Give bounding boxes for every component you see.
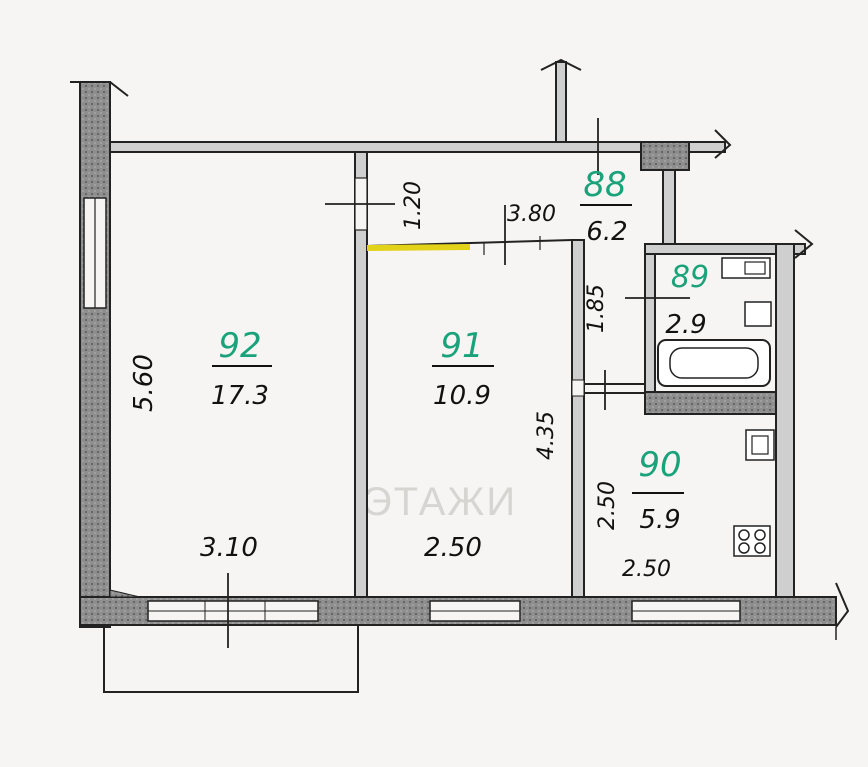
room-area: 2.9 [665, 310, 706, 340]
dim-kitchen-height: 2.50 [595, 481, 620, 530]
room-number: 91 [440, 326, 483, 366]
room-number: 90 [638, 445, 681, 485]
kitchen-sink-fixture [745, 429, 775, 461]
balcony-outline [103, 619, 359, 693]
walls [70, 58, 850, 648]
inner-wall-88 [662, 169, 676, 245]
dim-left-height: 5.60 [129, 354, 159, 412]
left-wall [79, 81, 111, 628]
room-91: 91 10.9 [432, 326, 494, 411]
room-area: 5.9 [639, 505, 680, 535]
room-area: 10.9 [433, 381, 491, 411]
shaft [640, 141, 690, 171]
room-number: 88 [583, 165, 626, 205]
highlight-mark [366, 244, 471, 251]
room-number: 92 [218, 326, 261, 366]
dim-bottom-middle: 2.50 [424, 533, 482, 563]
sink-fixture [721, 257, 771, 279]
watermark: ЭТАЖИ [363, 480, 517, 524]
partition-91-90 [571, 239, 585, 598]
room-90: 90 5.9 [632, 445, 684, 535]
stove-fixture [733, 525, 771, 557]
room-area: 17.3 [211, 381, 269, 411]
room-number: 89 [671, 260, 709, 295]
dim-door-width: 1.20 [401, 181, 426, 230]
room-89: 89 2.9 [665, 260, 709, 340]
top-wall [109, 141, 726, 153]
right-wall [775, 243, 795, 598]
bathroom-wall-left [644, 243, 656, 415]
dim-middle-height: 4.35 [534, 411, 559, 460]
room-88: 88 6.2 [580, 165, 632, 247]
bathroom-wall-bottom [644, 391, 779, 415]
bathtub [657, 339, 771, 387]
top-stub-wall [555, 61, 567, 143]
dim-bottom-right: 2.50 [622, 557, 671, 582]
room-area: 6.2 [586, 217, 627, 247]
partition-92-91 [354, 151, 368, 598]
toilet-fixture [744, 301, 772, 327]
room-92: 92 17.3 [211, 326, 272, 411]
dim-corridor-depth: 1.85 [584, 284, 609, 333]
dim-corridor-length: 3.80 [507, 202, 556, 227]
dim-bottom-left: 3.10 [200, 533, 258, 563]
